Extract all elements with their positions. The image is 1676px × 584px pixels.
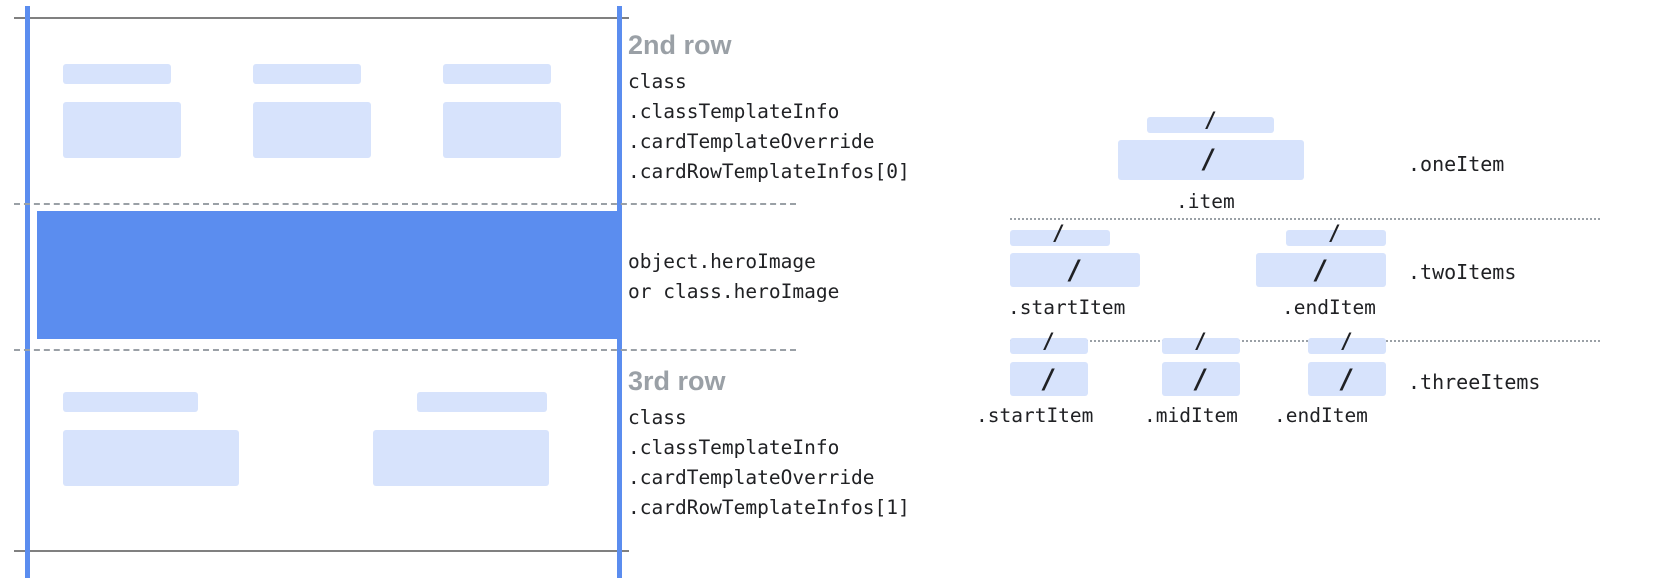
two-items-start-label-slash: / (1052, 221, 1065, 245)
three-items-end-slot-label: .endItem (1274, 404, 1368, 427)
one-two-separator (1010, 218, 1600, 220)
three-items-start-value-chip (1010, 362, 1088, 396)
row3-value-chip-2 (373, 430, 549, 486)
third-row-code: class .classTemplateInfo .cardTemplateOv… (628, 406, 910, 519)
two-items-group-label: .twoItems (1408, 260, 1517, 284)
one-item-label-slash: / (1204, 108, 1217, 132)
row2-value-chip-3 (443, 102, 561, 158)
card-top-border (14, 17, 629, 19)
two-items-start-value-slash: / (1066, 255, 1083, 286)
three-items-end-label-slash: / (1340, 329, 1353, 353)
one-item-value-chip (1118, 140, 1304, 180)
third-row-band (37, 355, 617, 535)
three-items-group-label: .threeItems (1408, 370, 1541, 394)
row2-value-chip-2 (253, 102, 371, 158)
second-row-code: class .classTemplateInfo .cardTemplateOv… (628, 70, 910, 183)
hero-image-code: object.heroImage or class.heroImage (628, 250, 840, 303)
third-row-title: 3rd row (628, 366, 726, 396)
one-item-slot-label: .item (1176, 190, 1235, 213)
second-row-annotation: 2nd row class .classTemplateInfo .cardTe… (628, 30, 910, 187)
one-item-value-slash: / (1200, 144, 1217, 175)
two-items-start-value-chip (1010, 253, 1140, 287)
third-row-annotation: 3rd row class .classTemplateInfo .cardTe… (628, 366, 910, 523)
row2-label-chip-2 (253, 64, 361, 84)
item-slots-diagram: / / .item .oneItem / / .startItem / / .e… (976, 0, 1676, 584)
hero-row3-separator (14, 349, 796, 351)
one-item-label-chip (1147, 117, 1274, 133)
row2-value-chip-1 (63, 102, 181, 158)
three-items-start-value-slash: / (1040, 364, 1057, 395)
row2-hero-separator (14, 203, 796, 205)
card-right-guide (617, 6, 622, 578)
two-items-end-slot-label: .endItem (1282, 296, 1376, 319)
three-items-mid-value-chip (1162, 362, 1240, 396)
hero-image-annotation: object.heroImage or class.heroImage (628, 247, 839, 307)
three-items-end-label-chip (1308, 338, 1386, 354)
two-items-end-value-chip (1256, 253, 1386, 287)
two-items-end-label-chip (1286, 230, 1386, 246)
two-three-separator (1010, 340, 1600, 342)
row2-label-chip-3 (443, 64, 551, 84)
three-items-mid-label-slash: / (1194, 329, 1207, 353)
three-items-mid-value-slash: / (1192, 364, 1209, 395)
second-row-title: 2nd row (628, 30, 732, 60)
card-bottom-border (14, 550, 629, 552)
three-items-start-slot-label: .startItem (976, 404, 1094, 427)
one-item-group-label: .oneItem (1408, 152, 1505, 176)
second-row-band (37, 22, 617, 202)
two-items-start-slot-label: .startItem (1008, 296, 1126, 319)
row3-label-chip-1 (63, 392, 198, 412)
three-items-mid-label-chip (1162, 338, 1240, 354)
card-layout-diagram (0, 0, 796, 584)
row2-label-chip-1 (63, 64, 171, 84)
card-left-guide (25, 6, 30, 578)
row3-value-chip-1 (63, 430, 239, 486)
three-items-mid-slot-label: .midItem (1144, 404, 1238, 427)
three-items-end-value-chip (1308, 362, 1386, 396)
two-items-start-label-chip (1010, 230, 1110, 246)
hero-image-band (37, 211, 617, 339)
two-items-end-value-slash: / (1312, 255, 1329, 286)
two-items-end-label-slash: / (1328, 221, 1341, 245)
three-items-start-label-slash: / (1042, 329, 1055, 353)
three-items-start-label-chip (1010, 338, 1088, 354)
row3-label-chip-2 (417, 392, 547, 412)
three-items-end-value-slash: / (1338, 364, 1355, 395)
